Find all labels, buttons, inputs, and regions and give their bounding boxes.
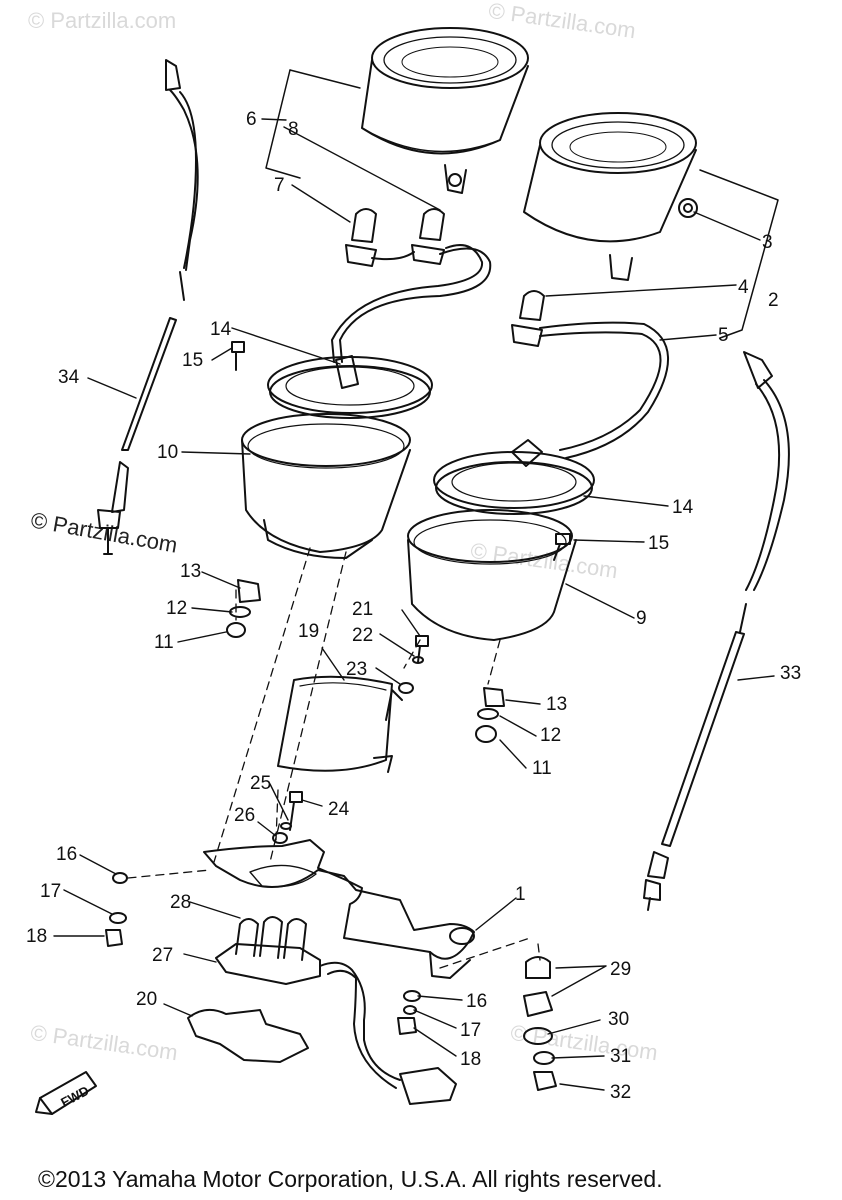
callout-8: 8 xyxy=(288,119,299,140)
callout-12-left: 12 xyxy=(166,598,188,619)
bolt-stack-right xyxy=(397,990,421,1035)
callout-13-right: 13 xyxy=(546,694,568,715)
callout-21: 21 xyxy=(352,599,374,620)
callout-18-right: 18 xyxy=(460,1049,482,1070)
callout-33: 33 xyxy=(780,663,802,684)
callout-34: 34 xyxy=(58,367,80,388)
forward-arrow-icon xyxy=(39,1071,97,1115)
callout-28: 28 xyxy=(170,892,192,913)
callout-leader-lines xyxy=(53,118,775,1091)
washer-26 xyxy=(272,832,288,844)
callout-2: 2 xyxy=(768,290,779,311)
callout-16-right: 16 xyxy=(466,991,488,1012)
meter-cable-33 xyxy=(643,351,790,911)
screw-15-right xyxy=(553,533,571,561)
screw-15-left xyxy=(231,341,245,371)
bolt-24 xyxy=(289,791,303,831)
damper-stack-right xyxy=(523,956,557,1091)
callout-3: 3 xyxy=(762,232,773,253)
callout-15-left: 15 xyxy=(182,350,204,371)
washer-25 xyxy=(280,822,292,830)
washer-23 xyxy=(398,682,414,694)
callout-7: 7 xyxy=(274,175,285,196)
copyright-notice: ©2013 Yamaha Motor Corporation, U.S.A. A… xyxy=(38,1166,663,1192)
meter-cover-left xyxy=(267,355,433,419)
forward-arrow-tip xyxy=(35,1097,53,1115)
callout-11-left: 11 xyxy=(154,632,174,653)
indicator-socket-27 xyxy=(215,916,457,1105)
grommet-stack-right xyxy=(475,687,505,743)
callout-16-left: 16 xyxy=(56,844,78,865)
callout-32: 32 xyxy=(610,1082,632,1103)
callout-14-right: 14 xyxy=(672,497,694,518)
watermark-text: © Partzilla.com xyxy=(28,8,177,33)
meter-case-left xyxy=(241,413,411,559)
meter-case-right xyxy=(407,509,577,641)
callout-18-left: 18 xyxy=(26,926,48,947)
meter-assembly-right xyxy=(523,112,698,281)
callout-20: 20 xyxy=(136,989,158,1010)
callout-14-left: 14 xyxy=(210,319,232,340)
callout-27: 27 xyxy=(152,945,174,966)
light-holder-20 xyxy=(187,1008,309,1063)
indicator-bulb-right xyxy=(511,290,669,467)
callout-19: 19 xyxy=(298,621,320,642)
meter-bracket-1 xyxy=(203,839,475,979)
relay-box-19 xyxy=(277,675,403,773)
grommet-stack-left xyxy=(226,579,261,638)
callout-12-right: 12 xyxy=(540,725,562,746)
meter-cover-right xyxy=(433,451,595,515)
callout-1: 1 xyxy=(515,884,526,905)
indicator-bulbs-left xyxy=(331,208,492,363)
callout-13-left: 13 xyxy=(180,561,202,582)
callout-17-left: 17 xyxy=(40,881,62,902)
callout-11-right: 11 xyxy=(532,758,552,779)
meter-assembly-left xyxy=(361,27,529,194)
callout-30: 30 xyxy=(608,1009,630,1030)
meter-cable-34 xyxy=(97,59,199,555)
callout-5: 5 xyxy=(718,325,729,346)
callout-23: 23 xyxy=(346,659,368,680)
callout-29: 29 xyxy=(610,959,632,980)
callout-10: 10 xyxy=(157,442,179,463)
callout-4: 4 xyxy=(738,277,749,298)
callout-24: 24 xyxy=(328,799,350,820)
callout-6: 6 xyxy=(246,109,257,130)
callout-22: 22 xyxy=(352,625,374,646)
screw-21 xyxy=(415,635,429,663)
callout-25: 25 xyxy=(250,773,272,794)
callout-15-right: 15 xyxy=(648,533,670,554)
callout-26: 26 xyxy=(234,805,256,826)
callout-31: 31 xyxy=(610,1046,632,1067)
bolt-stack-left xyxy=(105,872,128,947)
callout-9: 9 xyxy=(636,608,647,629)
washer-22 xyxy=(412,656,424,664)
callout-17-right: 17 xyxy=(460,1020,482,1041)
